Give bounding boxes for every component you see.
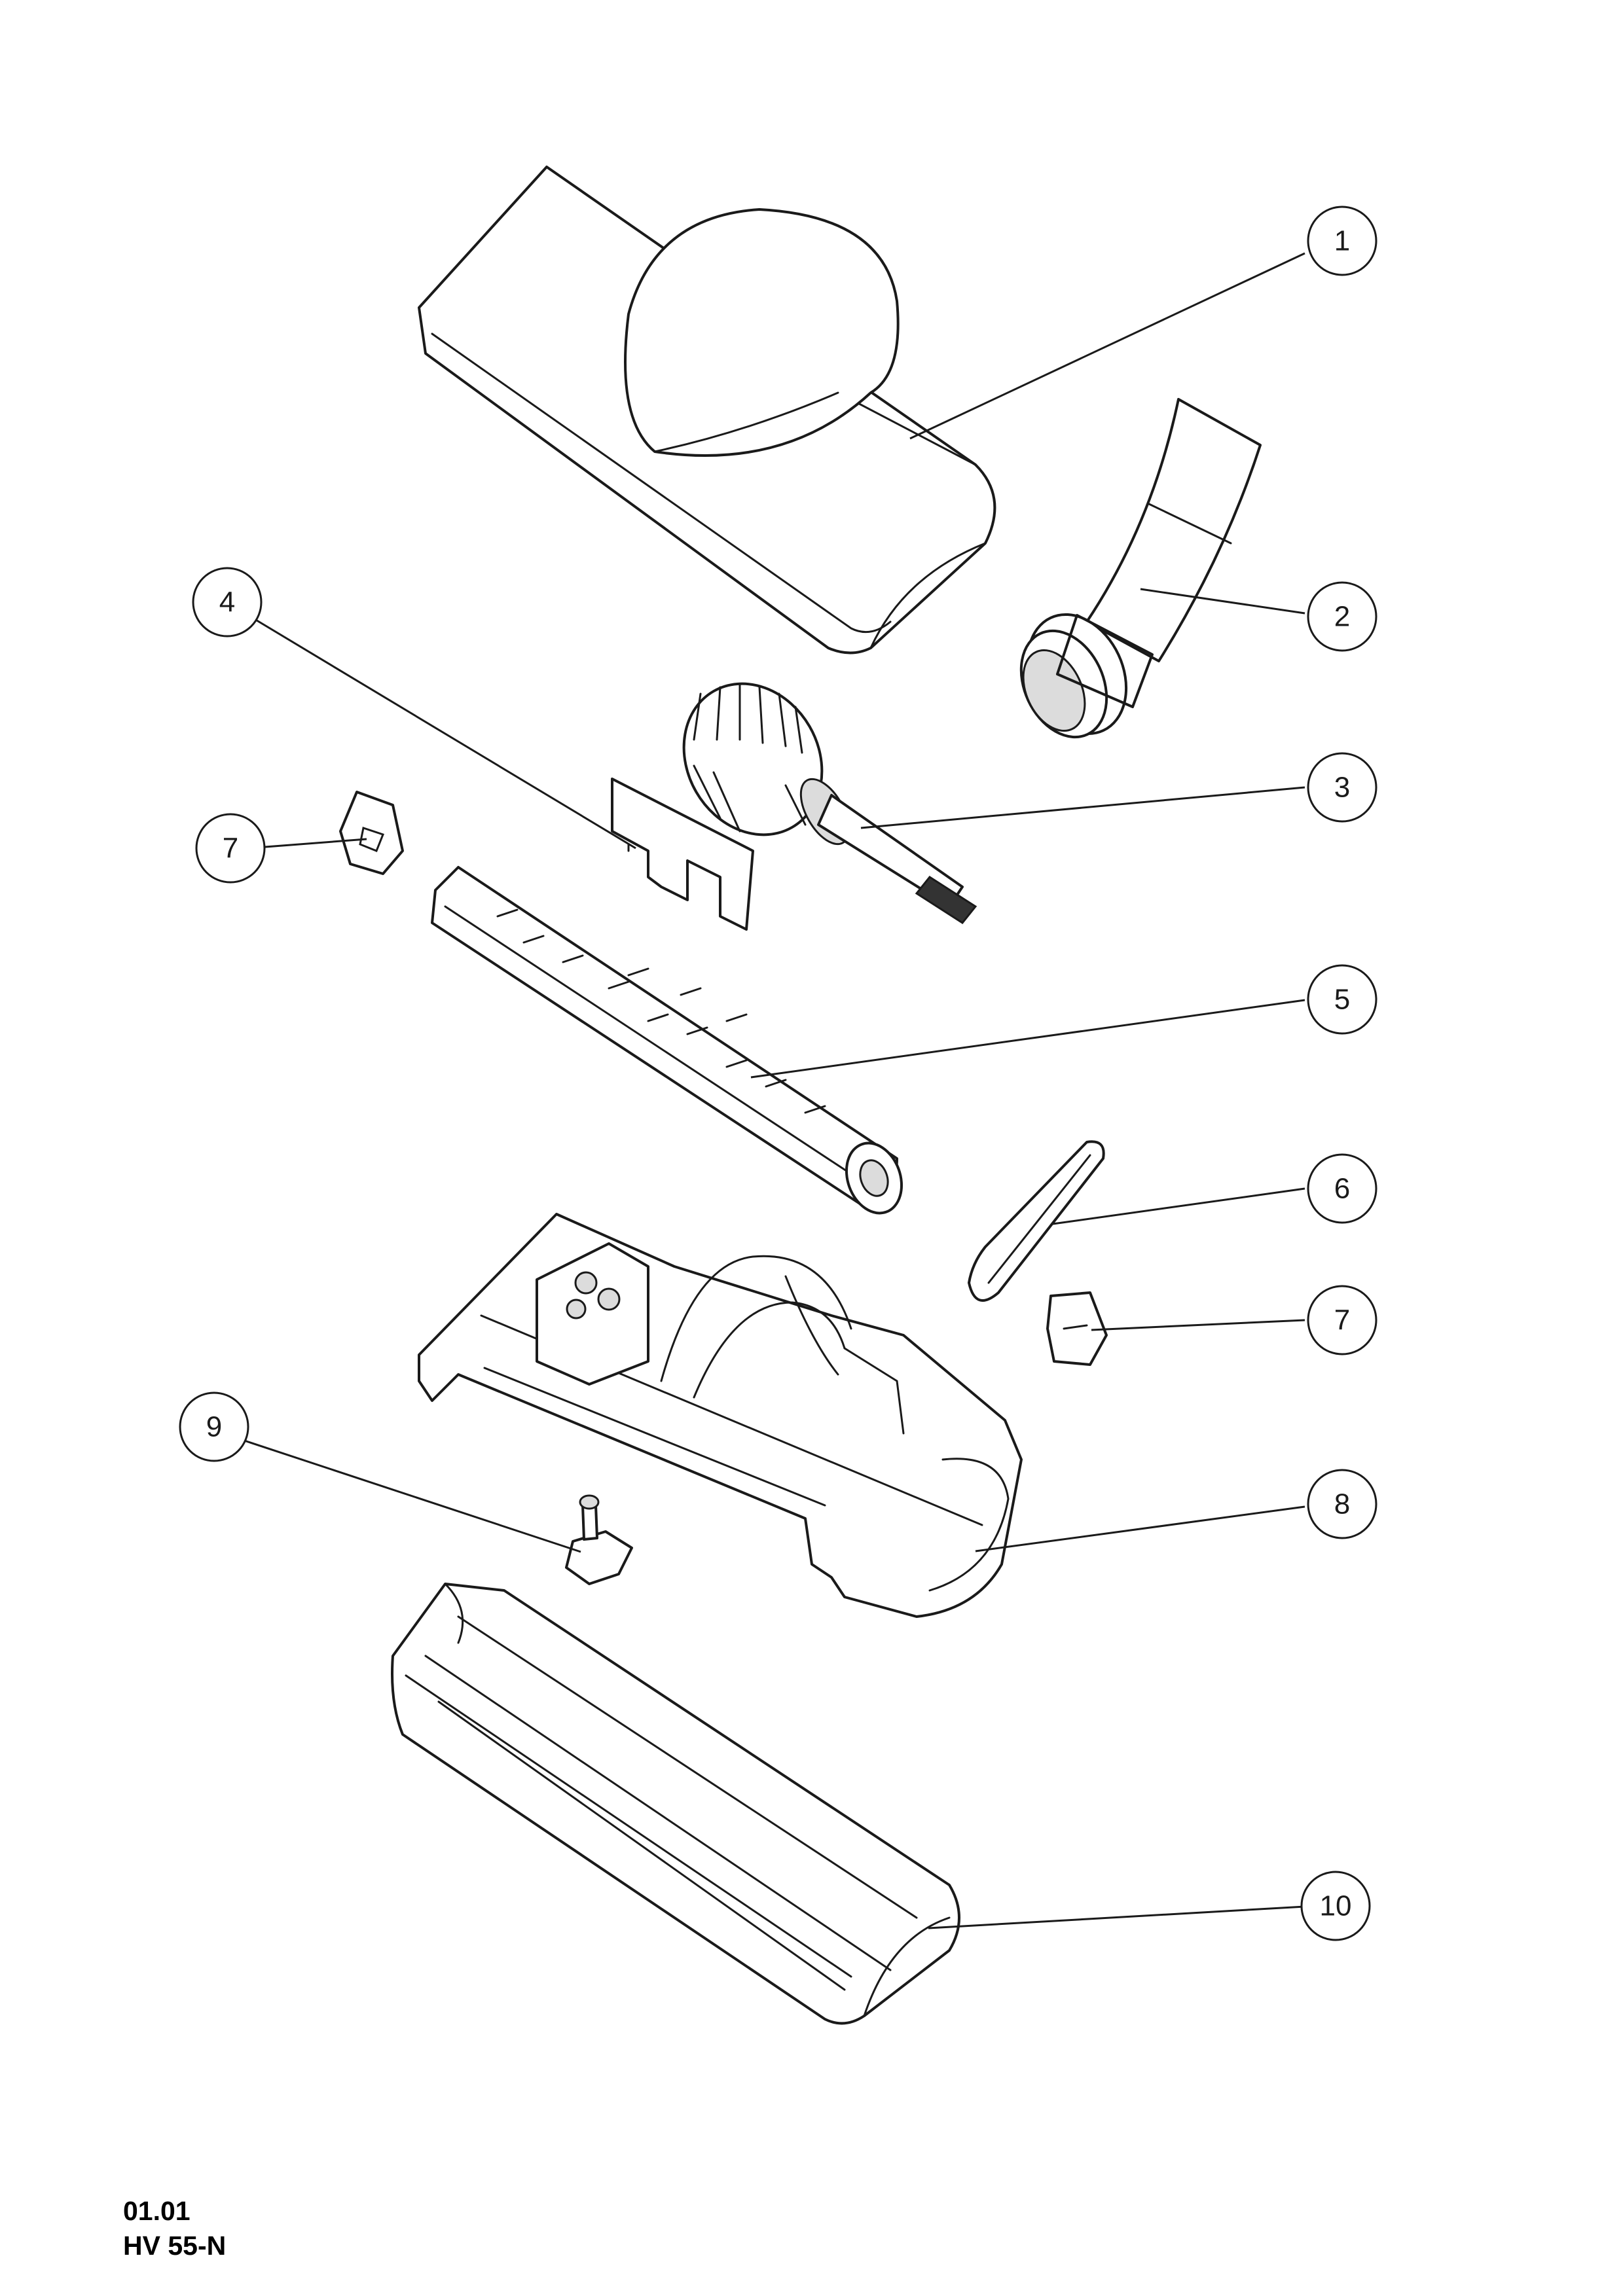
callout-9: 9	[179, 1391, 249, 1462]
part-5-brush-roller	[431, 866, 903, 1215]
part-2-elbow-pipe	[1019, 398, 1262, 739]
leader-5	[750, 999, 1305, 1079]
callout-6: 6	[1307, 1153, 1377, 1224]
leader-4	[251, 616, 636, 850]
callout-9-label: 9	[206, 1411, 222, 1443]
part-8-lower-housing	[418, 1213, 1023, 1618]
model-number: HV 55-N	[123, 2231, 227, 2261]
leader-lines	[234, 252, 1305, 1929]
leader-7b	[1091, 1319, 1305, 1331]
leader-8	[975, 1505, 1305, 1552]
callout-10: 10	[1300, 1871, 1371, 1941]
callout-7a: 7	[195, 813, 266, 884]
callout-3: 3	[1307, 752, 1377, 823]
part-10-base-plate	[391, 1583, 960, 2025]
callout-8: 8	[1307, 1469, 1377, 1539]
callout-8-label: 8	[1334, 1488, 1350, 1520]
leader-1	[909, 252, 1305, 440]
part-6-belt	[968, 1140, 1105, 1302]
callout-7b: 7	[1307, 1285, 1377, 1355]
part-1-top-cover	[418, 166, 996, 655]
leader-2	[1140, 588, 1305, 615]
leader-7a	[264, 838, 367, 848]
callout-6-label: 6	[1334, 1173, 1350, 1205]
callout-4: 4	[192, 567, 263, 637]
leader-9	[234, 1436, 581, 1553]
document-code: 01.01	[123, 2196, 191, 2226]
callout-5: 5	[1307, 964, 1377, 1035]
callout-3-label: 3	[1334, 772, 1350, 804]
callout-5-label: 5	[1334, 984, 1350, 1016]
callout-1: 1	[1307, 206, 1377, 276]
leader-3	[860, 786, 1305, 829]
part-7-clip-left	[339, 791, 404, 875]
part-4-bracket	[611, 778, 754, 931]
callout-7a-label: 7	[223, 833, 238, 865]
callout-2: 2	[1307, 581, 1377, 652]
callout-4-label: 4	[219, 586, 235, 619]
callout-10-label: 10	[1320, 1890, 1352, 1922]
part-7-clip-right	[1046, 1291, 1108, 1366]
leader-6	[1052, 1187, 1305, 1225]
part-9-knob	[565, 1494, 633, 1585]
part-3-turbine-shaft	[682, 682, 977, 924]
leader-10	[928, 1905, 1305, 1929]
callout-7b-label: 7	[1334, 1304, 1350, 1336]
callout-2-label: 2	[1334, 601, 1350, 633]
callout-1-label: 1	[1334, 225, 1350, 257]
